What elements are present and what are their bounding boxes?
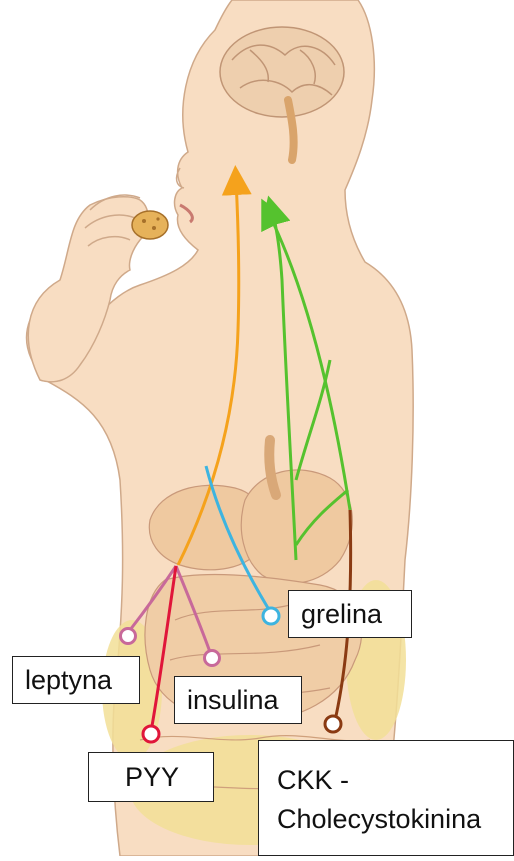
label-insulina-text: insulina [187, 685, 279, 715]
label-pyy: PYY [88, 752, 214, 802]
insulina-source-marker [205, 651, 220, 666]
label-leptyna: leptyna [12, 656, 140, 704]
cookie-icon [132, 211, 168, 239]
label-insulina: insulina [174, 676, 302, 724]
ckk-source-marker [325, 716, 341, 732]
label-ckk: CKK - Cholecystokinina [258, 740, 514, 856]
leptyna-source-marker [121, 629, 136, 644]
body-silhouette [26, 0, 413, 856]
grelina-source-marker [263, 608, 279, 624]
label-pyy-text: PYY [125, 762, 179, 792]
label-grelina: grelina [288, 590, 412, 638]
pyy-source-marker [143, 726, 159, 742]
label-ckk-line1: CKK - [277, 761, 513, 800]
label-ckk-line2: Cholecystokinina [277, 800, 513, 839]
label-grelina-text: grelina [301, 599, 382, 629]
label-leptyna-text: leptyna [25, 665, 112, 695]
